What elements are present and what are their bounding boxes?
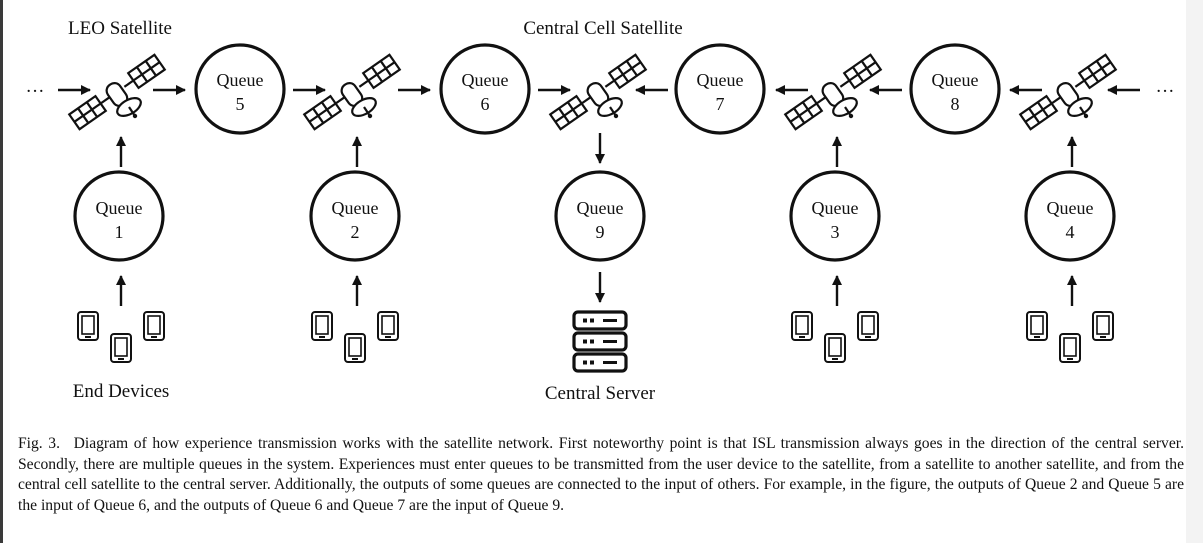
svg-text:3: 3 (831, 222, 840, 242)
tablet-icon (78, 312, 164, 362)
right-margin-strip (1186, 0, 1203, 543)
svg-text:2: 2 (351, 222, 360, 242)
svg-text:7: 7 (716, 94, 725, 114)
svg-text:8: 8 (951, 94, 960, 114)
svg-text:Queue: Queue (462, 70, 509, 90)
server-rack-icon (572, 310, 628, 373)
svg-text:6: 6 (481, 94, 490, 114)
tablet-icon (312, 312, 398, 362)
central-satellite-icon (549, 53, 647, 131)
queue-4: Queue 4 (1024, 170, 1116, 262)
svg-text:Queue: Queue (812, 198, 859, 218)
queue-6: Queue 6 (439, 43, 531, 135)
ellipsis-left: ··· (26, 81, 45, 102)
svg-text:Queue: Queue (217, 70, 264, 90)
queue-3: Queue 3 (789, 170, 881, 262)
svg-text:Queue: Queue (332, 198, 379, 218)
figure-caption: Fig. 3. Diagram of how experience transm… (18, 434, 1184, 516)
svg-text:Queue: Queue (96, 198, 143, 218)
queue-5: Queue 5 (194, 43, 286, 135)
ellipsis-right: ··· (1156, 81, 1175, 102)
figure-number: Fig. 3. (18, 435, 60, 452)
svg-text:4: 4 (1066, 222, 1075, 242)
tablet-icon (792, 312, 878, 362)
svg-text:Queue: Queue (577, 198, 624, 218)
queue-1: Queue 1 (73, 170, 165, 262)
tablet-icon (1027, 312, 1113, 362)
svg-text:9: 9 (596, 222, 605, 242)
central-cell-satellite-label: Central Cell Satellite (523, 18, 682, 39)
svg-text:Queue: Queue (697, 70, 744, 90)
queue-7: Queue 7 (674, 43, 766, 135)
queue-8: Queue 8 (909, 43, 1001, 135)
svg-text:Queue: Queue (1047, 198, 1094, 218)
queue-9: Queue 9 (554, 170, 646, 262)
queue-2: Queue 2 (309, 170, 401, 262)
leo-satellite-label: LEO Satellite (68, 18, 172, 39)
satellite-icon (68, 53, 166, 131)
central-server-label: Central Server (545, 383, 656, 404)
caption-text: Diagram of how experience transmission w… (18, 435, 1184, 514)
svg-text:1: 1 (115, 222, 124, 242)
satellite-icon (784, 53, 882, 131)
svg-text:5: 5 (236, 94, 245, 114)
satellite-icon (303, 53, 401, 131)
left-border (0, 0, 3, 543)
end-devices-label: End Devices (73, 381, 170, 402)
svg-text:Queue: Queue (932, 70, 979, 90)
satellite-queue-diagram: LEO Satellite Central Cell Satellite ···… (26, 18, 1175, 404)
satellite-icon (1019, 53, 1117, 131)
